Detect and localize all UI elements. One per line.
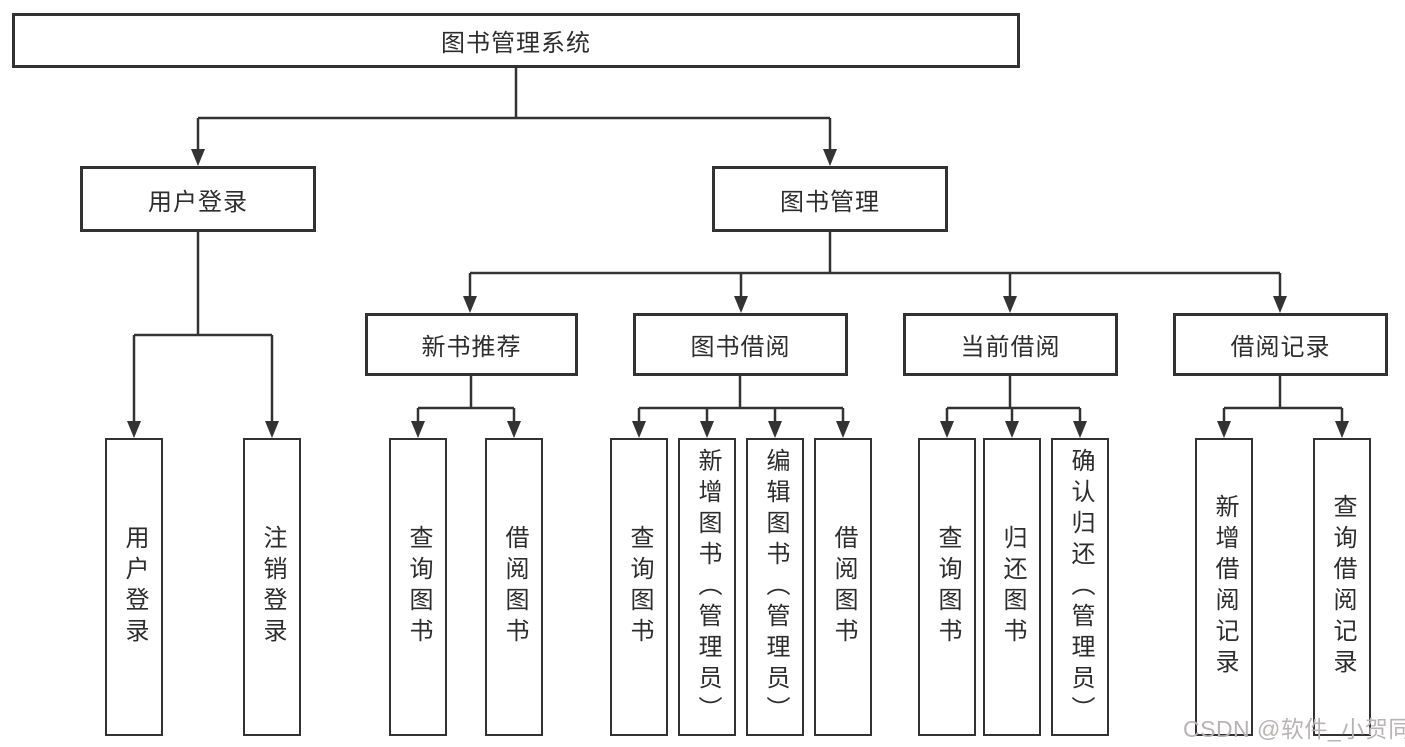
connector-user-login (127, 232, 279, 438)
arrowhead (1003, 296, 1017, 313)
leaf-query-book-2-label: 查询图书 (626, 525, 653, 649)
leaf-borrow-book-2-label: 借阅图书 (830, 525, 857, 649)
connector-book-mgmt (463, 232, 1287, 313)
csdn-watermark: CSDN @软件_小贺同学 (1183, 716, 1405, 742)
leaf-user-login-label: 用户登录 (121, 525, 148, 649)
node-current-borrow-label: 当前借阅 (960, 334, 1061, 361)
connector-borrow-record-lines (1222, 376, 1344, 422)
connector-borrow-record (1217, 376, 1349, 438)
leaf-logout-label: 注销登录 (259, 525, 286, 649)
arrowhead (700, 421, 714, 438)
node-book-mgmt-label: 图书管理 (780, 188, 880, 216)
leaf-user-login: 用户登录 (105, 438, 163, 736)
leaf-query-record-label: 查询借阅记录 (1329, 494, 1356, 680)
leaf-query-record: 查询借阅记录 (1313, 438, 1371, 736)
connector-book-mgmt-lines (468, 232, 1282, 297)
node-user-login: 用户登录 (80, 166, 316, 232)
connector-current-borrow-lines (945, 376, 1082, 422)
leaf-return-book-label: 归还图书 (999, 525, 1026, 649)
connector-user-login-lines (132, 232, 274, 422)
leaf-return-book: 归还图书 (983, 438, 1041, 736)
connector-current-borrow (940, 376, 1087, 438)
leaf-query-book-1-label: 查询图书 (405, 525, 432, 649)
node-borrow-record: 借阅记录 (1173, 313, 1388, 376)
arrowhead (734, 296, 748, 313)
leaf-query-book-1: 查询图书 (389, 438, 447, 736)
leaf-add-record-label: 新增借阅记录 (1211, 494, 1238, 680)
arrowhead (265, 421, 279, 438)
arrowhead (1335, 421, 1349, 438)
connector-new-book-rec-lines (416, 376, 516, 422)
arrowhead (632, 421, 646, 438)
connector-root (191, 68, 837, 166)
node-root-label: 图书管理系统 (441, 30, 591, 57)
arrowhead (1073, 421, 1087, 438)
leaf-edit-book-label: 编辑图书（管理员） (762, 447, 789, 727)
leaf-logout: 注销登录 (243, 438, 301, 736)
arrowhead (191, 149, 205, 166)
node-book-borrow: 图书借阅 (633, 313, 848, 376)
leaf-query-book-2: 查询图书 (610, 438, 668, 736)
leaf-add-book-label: 新增图书（管理员） (694, 447, 721, 727)
arrowhead (768, 421, 782, 438)
arrowhead (463, 296, 477, 313)
node-book-mgmt: 图书管理 (712, 166, 948, 232)
leaf-query-book-3: 查询图书 (918, 438, 976, 736)
leaf-confirm-return-label: 确认归还（管理员） (1067, 447, 1094, 727)
leaf-query-book-3-label: 查询图书 (934, 525, 961, 649)
arrowhead (836, 421, 850, 438)
node-new-book-rec-label: 新书推荐 (421, 334, 522, 361)
connector-new-book-rec (411, 376, 521, 438)
node-borrow-record-label: 借阅记录 (1230, 334, 1331, 361)
arrowhead (940, 421, 954, 438)
leaf-edit-book: 编辑图书（管理员） (746, 438, 804, 736)
arrowhead (823, 149, 837, 166)
node-new-book-rec: 新书推荐 (365, 313, 578, 376)
leaf-add-record: 新增借阅记录 (1195, 438, 1253, 736)
arrowhead (1005, 421, 1019, 438)
node-root: 图书管理系统 (12, 13, 1020, 68)
leaf-borrow-book-2: 借阅图书 (814, 438, 872, 736)
connector-book-borrow (632, 376, 850, 438)
node-current-borrow: 当前借阅 (903, 313, 1118, 376)
leaf-borrow-book-1-label: 借阅图书 (501, 525, 528, 649)
node-user-login-label: 用户登录 (148, 188, 248, 216)
arrowhead (411, 421, 425, 438)
arrowhead (1273, 296, 1287, 313)
leaf-add-book: 新增图书（管理员） (678, 438, 736, 736)
connector-book-borrow-lines (637, 376, 845, 422)
arrowhead (1217, 421, 1231, 438)
connector-root-lines (196, 68, 832, 150)
leaf-borrow-book-1: 借阅图书 (485, 438, 543, 736)
leaf-confirm-return: 确认归还（管理员） (1051, 438, 1109, 736)
arrowhead (507, 421, 521, 438)
arrowhead (127, 421, 141, 438)
node-book-borrow-label: 图书借阅 (690, 334, 791, 361)
